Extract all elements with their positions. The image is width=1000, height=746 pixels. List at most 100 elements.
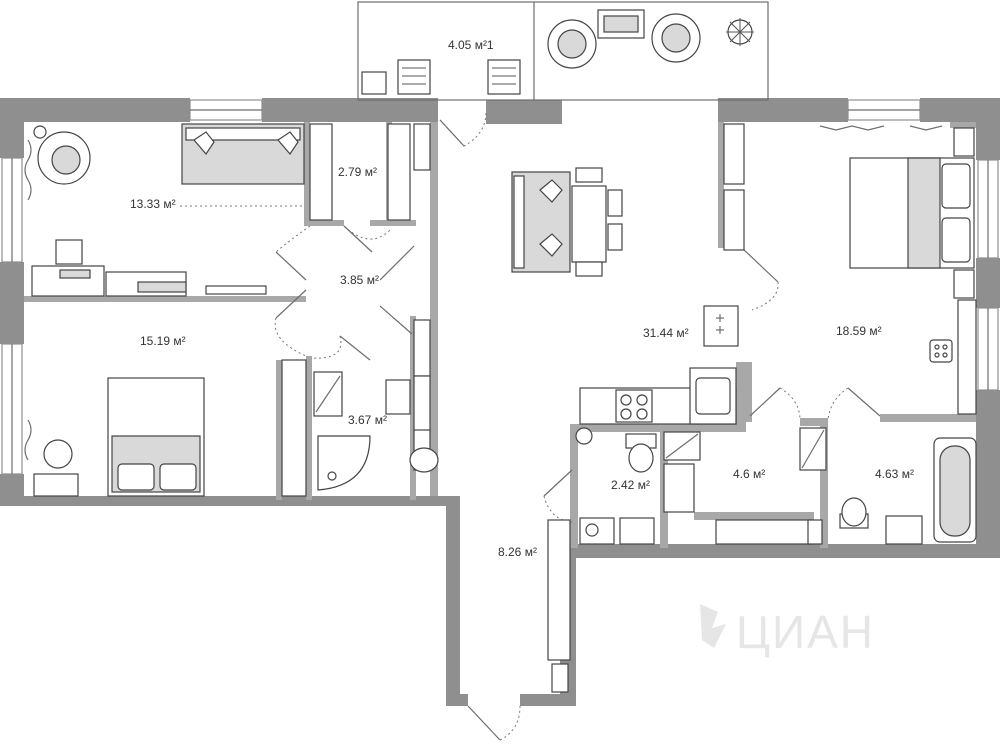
partition (694, 512, 814, 520)
area-label-living-room: 13.33 м² (130, 197, 176, 211)
cushion (193, 131, 215, 155)
curtain (819, 125, 885, 131)
partition (880, 414, 976, 422)
cushion (539, 179, 563, 203)
wall-segment (0, 98, 190, 122)
partition (800, 418, 820, 426)
shoe-cabinet (551, 663, 569, 693)
pillow (941, 217, 971, 263)
books (137, 281, 187, 293)
partition (820, 418, 828, 548)
wardrobe (413, 375, 431, 433)
desk (33, 473, 79, 497)
area-label-corridor: 3.85 м² (340, 273, 379, 287)
door-swing (751, 281, 779, 311)
chair (55, 239, 83, 265)
wc-small (575, 427, 657, 545)
chair (43, 439, 73, 469)
partition (306, 356, 312, 500)
watermark-icon (700, 604, 726, 648)
pillow (117, 463, 155, 491)
wall-segment (486, 100, 562, 124)
partition (570, 424, 578, 548)
door-swing (275, 225, 311, 253)
living-room-left (24, 123, 305, 297)
wall-segment (976, 258, 1000, 308)
dining-table (571, 185, 607, 263)
towel-rail (807, 519, 823, 545)
area-label-closet: 2.79 м² (338, 165, 377, 179)
area-label-wc: 2.42 м² (611, 478, 650, 492)
wardrobe (723, 123, 745, 185)
fridge (703, 305, 739, 347)
dresser (957, 299, 977, 415)
curtain (24, 139, 32, 201)
shelf (715, 519, 813, 545)
partition (304, 122, 310, 224)
room-labels: 4.05 м²1 13.33 м² 2.79 м² 3.85 м² 15.19 … (130, 38, 914, 559)
bedroom-left (24, 377, 205, 497)
area-label-kitchen-living: 31.44 м² (643, 326, 689, 340)
watermark-text: ЦИАН (736, 606, 875, 658)
curtain (24, 419, 32, 461)
boiler (575, 427, 593, 445)
door-swings (274, 111, 881, 741)
wall-segment (262, 98, 438, 122)
area-label-bathroom-left: 3.67 м² (348, 413, 387, 427)
keyboard (59, 269, 91, 279)
partition (410, 316, 416, 500)
sink (385, 379, 411, 415)
balcony (357, 1, 769, 101)
area-label-balcony: 4.05 м²1 (448, 38, 494, 52)
wall-segment (718, 98, 848, 122)
area-label-storage: 4.6 м² (733, 467, 765, 481)
wardrobe (723, 189, 745, 251)
door-swing (543, 495, 573, 523)
lamp (33, 125, 47, 139)
wardrobe (413, 123, 431, 171)
deck-chair (487, 59, 521, 95)
partition (746, 362, 752, 422)
partition (276, 360, 282, 500)
deck-chair (397, 59, 431, 95)
toilet (628, 443, 654, 473)
wall-segment (446, 500, 460, 700)
shelf (663, 463, 695, 513)
wall-segment (446, 694, 468, 706)
area-label-bathroom-right: 4.63 м² (875, 467, 914, 481)
blanket (907, 157, 941, 269)
wall-segment (920, 98, 1000, 122)
chair (607, 189, 623, 217)
plant-box (361, 71, 387, 95)
cooktop (615, 389, 653, 423)
wall-segment (976, 390, 1000, 558)
wardrobes (281, 123, 745, 693)
area-label-bedroom-right: 18.59 м² (836, 324, 882, 338)
area-label-hallway: 8.26 м² (498, 545, 537, 559)
sink (885, 515, 923, 545)
storage-room (663, 427, 827, 545)
chair (607, 223, 623, 251)
bathroom-right (807, 437, 977, 545)
partition (718, 122, 724, 248)
tv (205, 285, 267, 295)
ottoman (929, 339, 953, 363)
door-swing (274, 317, 307, 357)
shower (317, 435, 371, 491)
partition (736, 362, 746, 432)
partition (430, 122, 438, 496)
sink (619, 517, 655, 545)
nightstand (953, 127, 975, 157)
wall-segment (0, 300, 24, 344)
wardrobe (413, 319, 431, 377)
watermark-logo: ЦИАН (700, 604, 875, 658)
cushion (539, 233, 563, 257)
toilet (409, 447, 439, 473)
door-swing (439, 111, 487, 147)
wardrobe (281, 359, 307, 497)
nightstand (953, 269, 975, 299)
curtain (909, 125, 943, 131)
door-swing (311, 335, 342, 359)
balcony-outline (357, 1, 769, 101)
